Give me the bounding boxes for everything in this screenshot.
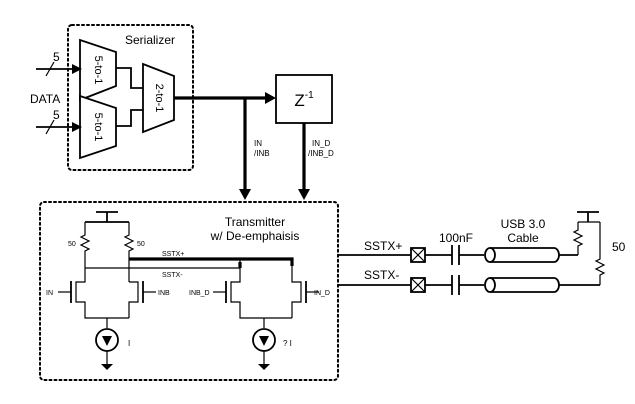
transmitter-boundary [39, 201, 339, 381]
label-inb: /INB [254, 149, 270, 158]
m4-net [291, 259, 302, 318]
tx-in-label: IN [46, 290, 53, 297]
pad-minus [410, 277, 426, 293]
current-arrow-2 [259, 336, 269, 346]
mux-bottom-label: 5-to-1 [92, 113, 104, 142]
data-label: DATA [30, 92, 60, 106]
r-right-value: 50 [137, 241, 145, 248]
mux-final-label: 2-to-1 [153, 84, 165, 113]
bus-slash-top [45, 61, 55, 77]
current-arrow-1 [102, 336, 112, 346]
label-in: IN [254, 139, 262, 148]
tx-sstx-plus: SSTX+ [162, 251, 184, 258]
cap-label: 100nF [439, 231, 473, 245]
arrow-ind-to-tx [298, 189, 310, 200]
term-resistor-plus [572, 222, 584, 255]
cable-minus [484, 277, 560, 293]
resistor-right [123, 222, 135, 282]
r-left-value: 50 [68, 241, 76, 248]
output-section: SSTX+ SSTX- 100nF [338, 211, 626, 295]
serializer-title: Serializer [125, 33, 175, 47]
wire-mux-bottom-to-2to1 [116, 109, 143, 127]
out-sstx-plus: SSTX+ [364, 239, 402, 253]
ground-1 [101, 364, 113, 370]
ground-2 [258, 364, 270, 370]
delay-label: Z-1 [294, 90, 314, 110]
net-sstx-plus-out [129, 257, 294, 266]
arrow-in-to-tx [239, 189, 251, 200]
tx-sstx-minus: SSTX- [162, 272, 183, 279]
tx-inb-d-label: INB_D [189, 290, 210, 297]
m1-net [75, 268, 129, 319]
transmitter-block: Transmitter w/ De-emphaisis 50 50 SSTX+ … [39, 201, 339, 381]
m3-net [230, 268, 292, 319]
transmitter-title: Transmitter [225, 215, 285, 229]
wire-mux-top-to-2to1 [116, 67, 143, 89]
delay-block: Z-1 [275, 74, 333, 124]
bus-width-top: 5 [53, 50, 60, 64]
mux-5to1-top [79, 38, 117, 102]
serializer-block: Serializer 5-to-1 5-to-1 2-to-1 5 5 DATA [30, 24, 194, 171]
label-inb-d: /INB_D [308, 149, 334, 158]
cable-label-1: USB 3.0 [501, 217, 546, 231]
arrow-to-delay [265, 92, 276, 104]
delay-box [275, 74, 333, 124]
src1-label: I [128, 339, 130, 348]
m2-net [128, 281, 139, 318]
out-sstx-minus: SSTX- [364, 268, 399, 282]
resistor-left [79, 222, 91, 268]
label-in-d: IN_D [312, 139, 330, 148]
bus-width-bottom: 5 [53, 108, 60, 122]
src2-label: ? I [283, 339, 292, 348]
tx-in-d-label: IN_D [314, 290, 330, 297]
term-value: 50 [612, 240, 626, 254]
cable-plus [484, 247, 560, 263]
mux-top-label: 5-to-1 [92, 56, 104, 85]
term-resistor-minus [594, 222, 606, 285]
tx-inb-label: INB [158, 290, 170, 297]
bus-slash-bottom [45, 119, 55, 135]
cable-label-2: Cable [507, 231, 539, 245]
transmitter-subtitle: w/ De-emphaisis [210, 229, 300, 243]
mux-5to1-bottom [79, 94, 117, 160]
pad-plus [410, 247, 426, 263]
